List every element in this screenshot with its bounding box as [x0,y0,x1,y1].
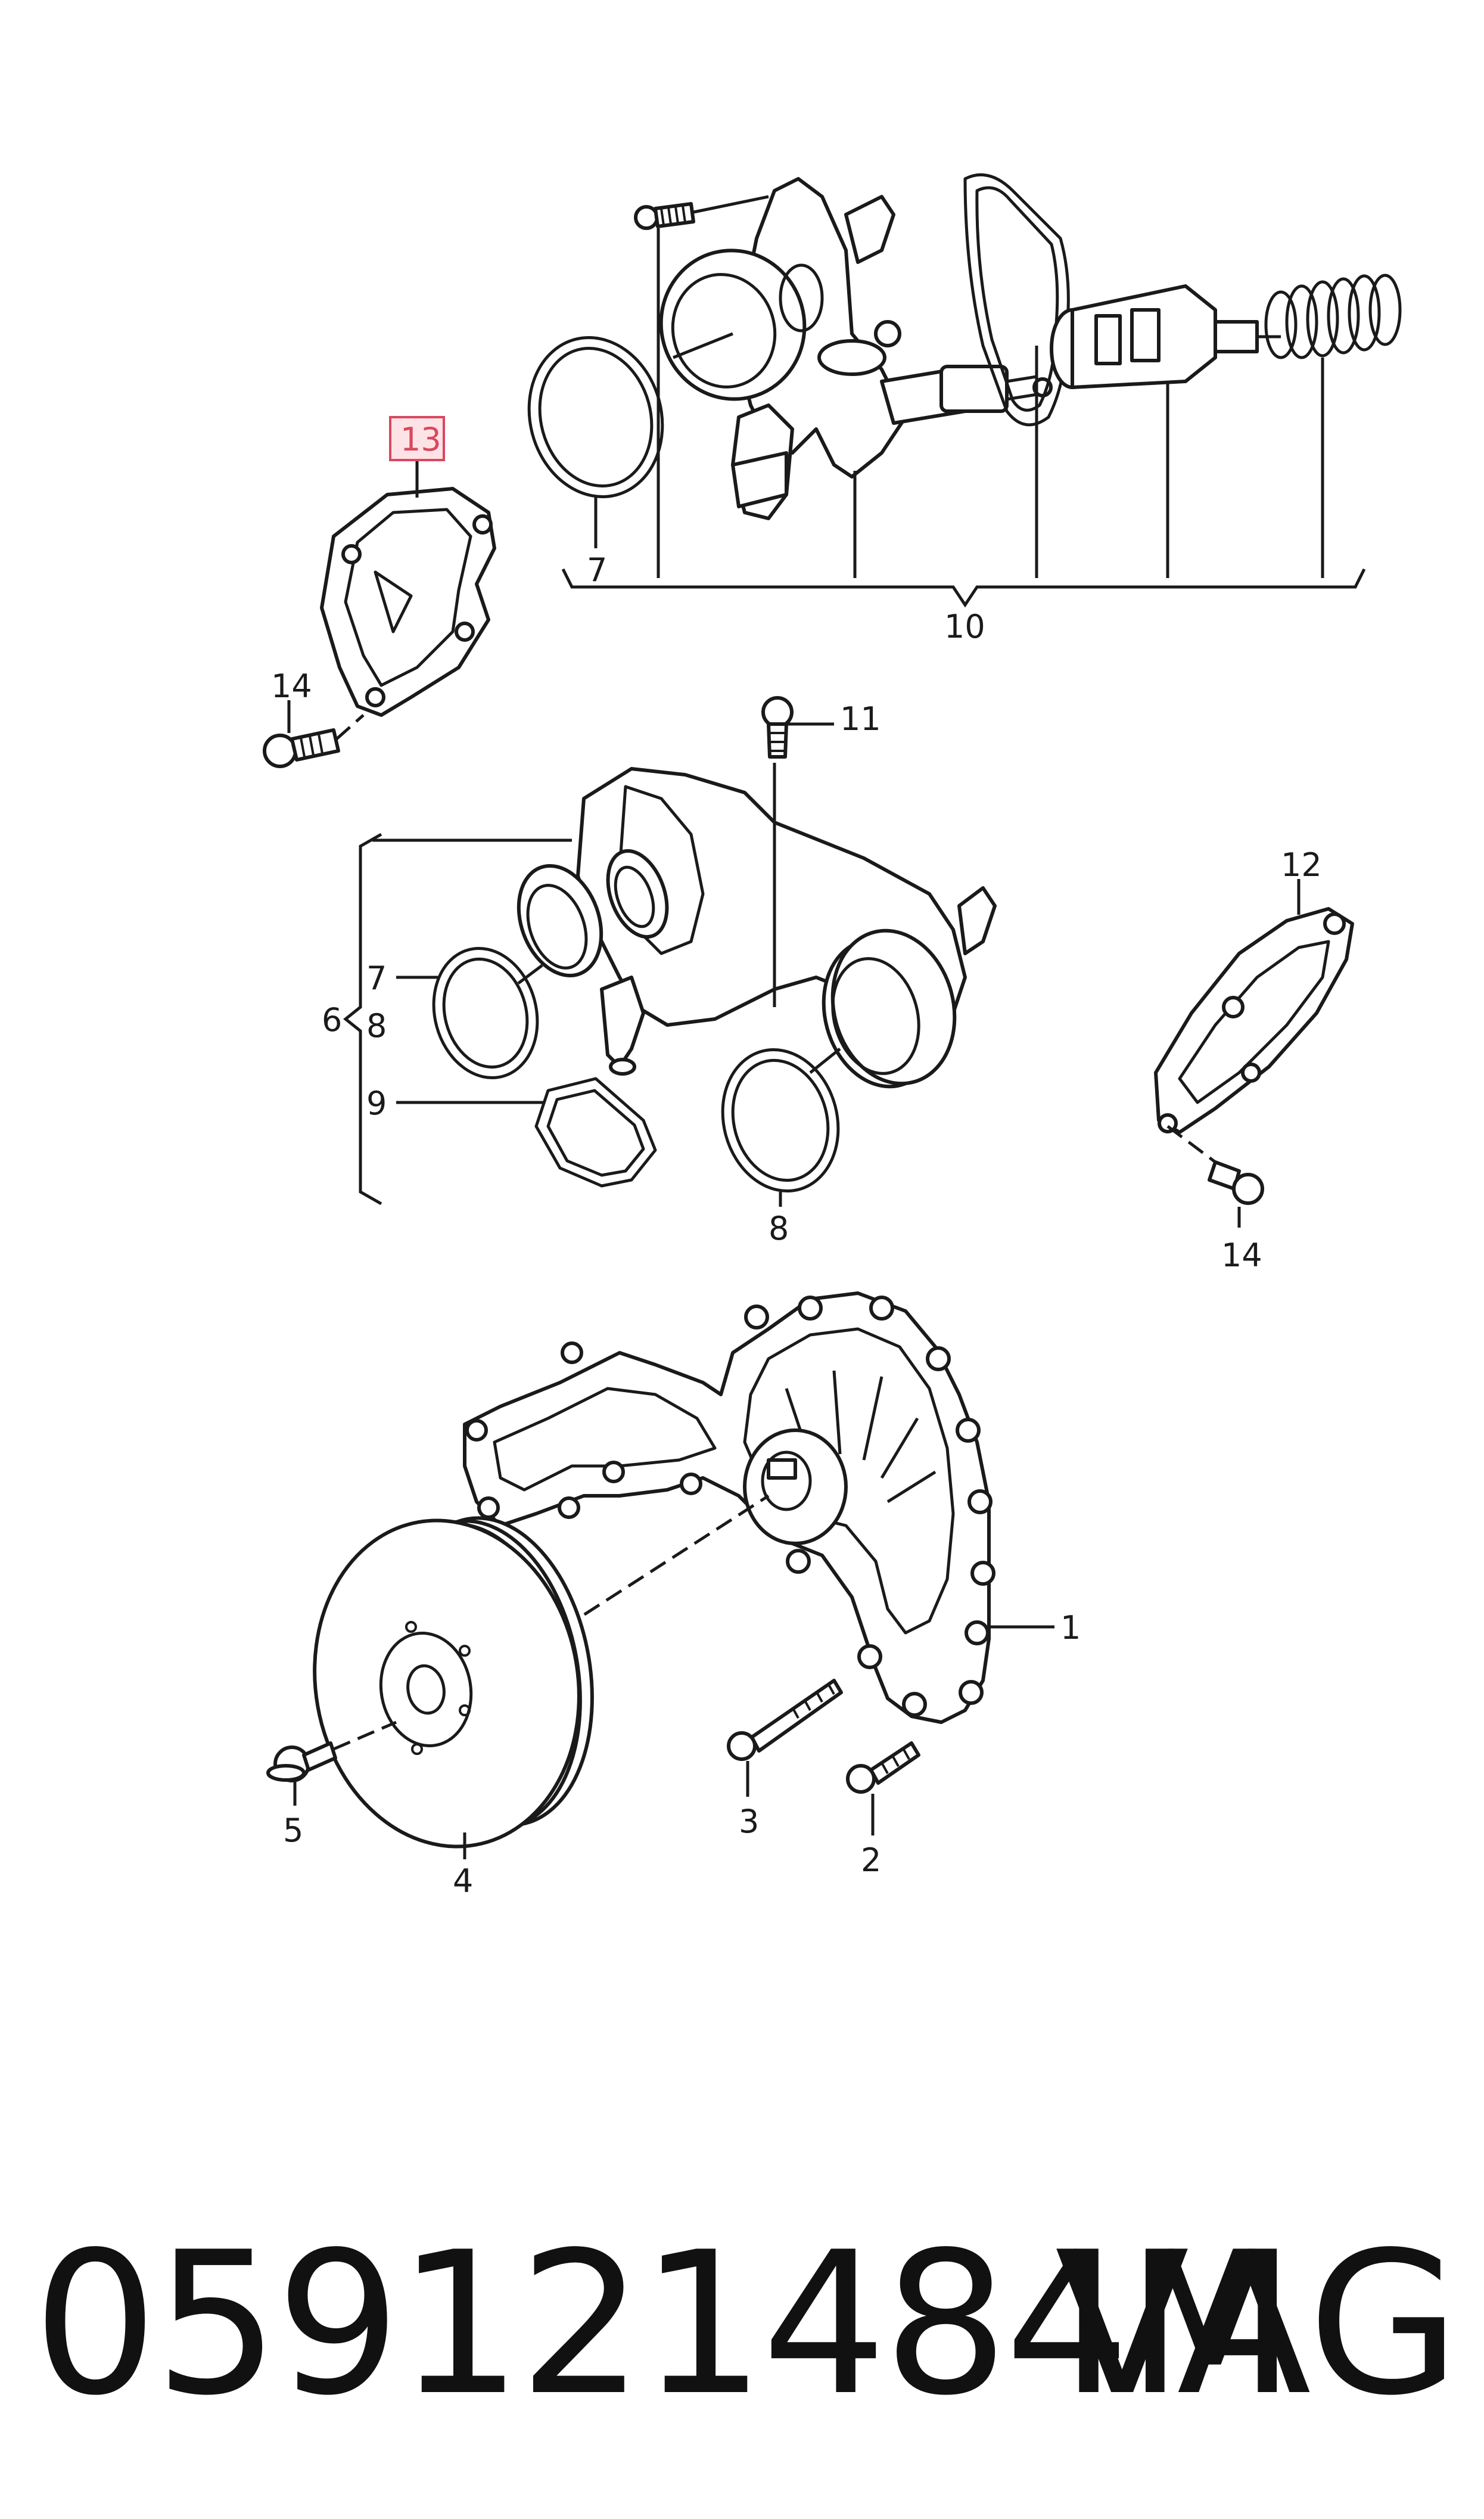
brand-name: VAG [1054,2210,1460,2439]
callout-1: 1 [1060,1609,1081,1647]
callout-3: 3 [739,1803,759,1840]
part-number: 059121484M [33,2210,1296,2439]
o-ring-middle [432,946,539,1080]
pulley [313,1516,594,1859]
housing-gasket [963,173,1070,427]
callout-14-lower: 14 [1221,1237,1262,1274]
highlight-box-13 [389,416,445,461]
item-13-cover [320,459,496,717]
bolt-2 [846,1741,920,1835]
bolt-3 [727,1679,843,1797]
thermostat-spring [1264,274,1402,359]
callout-9: 9 [366,1085,387,1122]
callout-2: 2 [861,1841,881,1879]
callout-7-top: 7 [587,551,607,589]
callout-14-upper: 14 [271,667,312,705]
bolt-14-upper [263,700,365,768]
thermostat-housing-assembly [527,173,1402,608]
callout-13: 13 [400,421,441,458]
callout-5: 5 [283,1812,303,1849]
callout-8-lower: 8 [769,1210,789,1247]
item-12-cover [1154,879,1354,1134]
footer-caption: 059121484M VAG [0,2199,1484,2449]
callout-11: 11 [840,700,881,738]
bolt-11 [761,696,794,759]
gasket-9 [534,1077,657,1188]
callout-10: 10 [944,608,985,645]
o-ring-8 [721,1048,840,1192]
callout-4: 4 [453,1862,473,1900]
bracket-10 [561,568,1366,608]
thermostat-cartridge [1050,284,1281,389]
bracket-6 [343,833,382,1206]
o-ring-top [527,336,664,498]
thermostat-housing [659,177,907,520]
bolt-14-lower [1166,1125,1264,1228]
callout-8-upper: 8 [366,1007,387,1045]
bolt-5 [266,1720,397,1806]
callout-12: 12 [1281,846,1322,884]
water-pump [463,1291,1054,1724]
callout-7-middle: 7 [366,959,387,997]
thermostat-element [880,365,1053,425]
callout-6: 6 [322,1001,342,1039]
bolt-top [634,195,769,230]
shaft-axis-line [407,1494,770,1730]
coolant-housing-assembly [517,722,997,1089]
